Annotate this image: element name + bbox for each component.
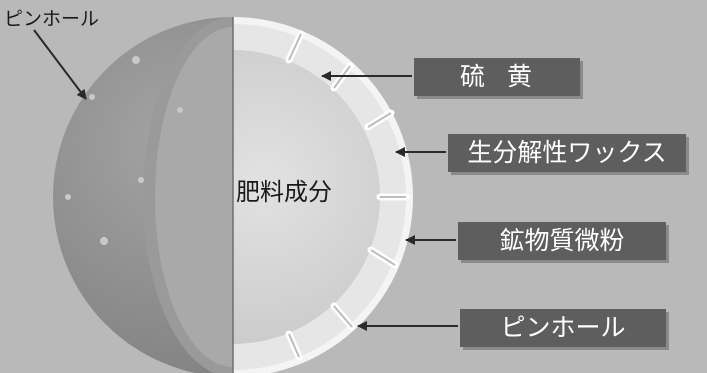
pinhole-surface-label: ピンホール: [4, 8, 100, 30]
pinhole-dot: [132, 56, 140, 64]
arrow-pinhole-top: [33, 29, 87, 100]
fertilizer-label: 肥料成分: [236, 178, 332, 206]
sphere-cross-section: [233, 17, 413, 373]
pinhole-dot: [177, 107, 183, 113]
pinhole-dot: [89, 94, 95, 100]
pinhole-dot: [138, 177, 144, 183]
sulfur-label: 硫黄: [414, 58, 580, 96]
pinhole-label: ピンホール: [460, 309, 666, 347]
pinhole-dot: [100, 237, 108, 245]
sphere-outer-surface: [53, 17, 233, 373]
pinhole-dot: [65, 194, 71, 200]
mineral-label: 鉱物質微粉: [458, 222, 666, 260]
wax-label: 生分解性ワックス: [448, 134, 686, 172]
fertilizer-core: [233, 50, 380, 344]
